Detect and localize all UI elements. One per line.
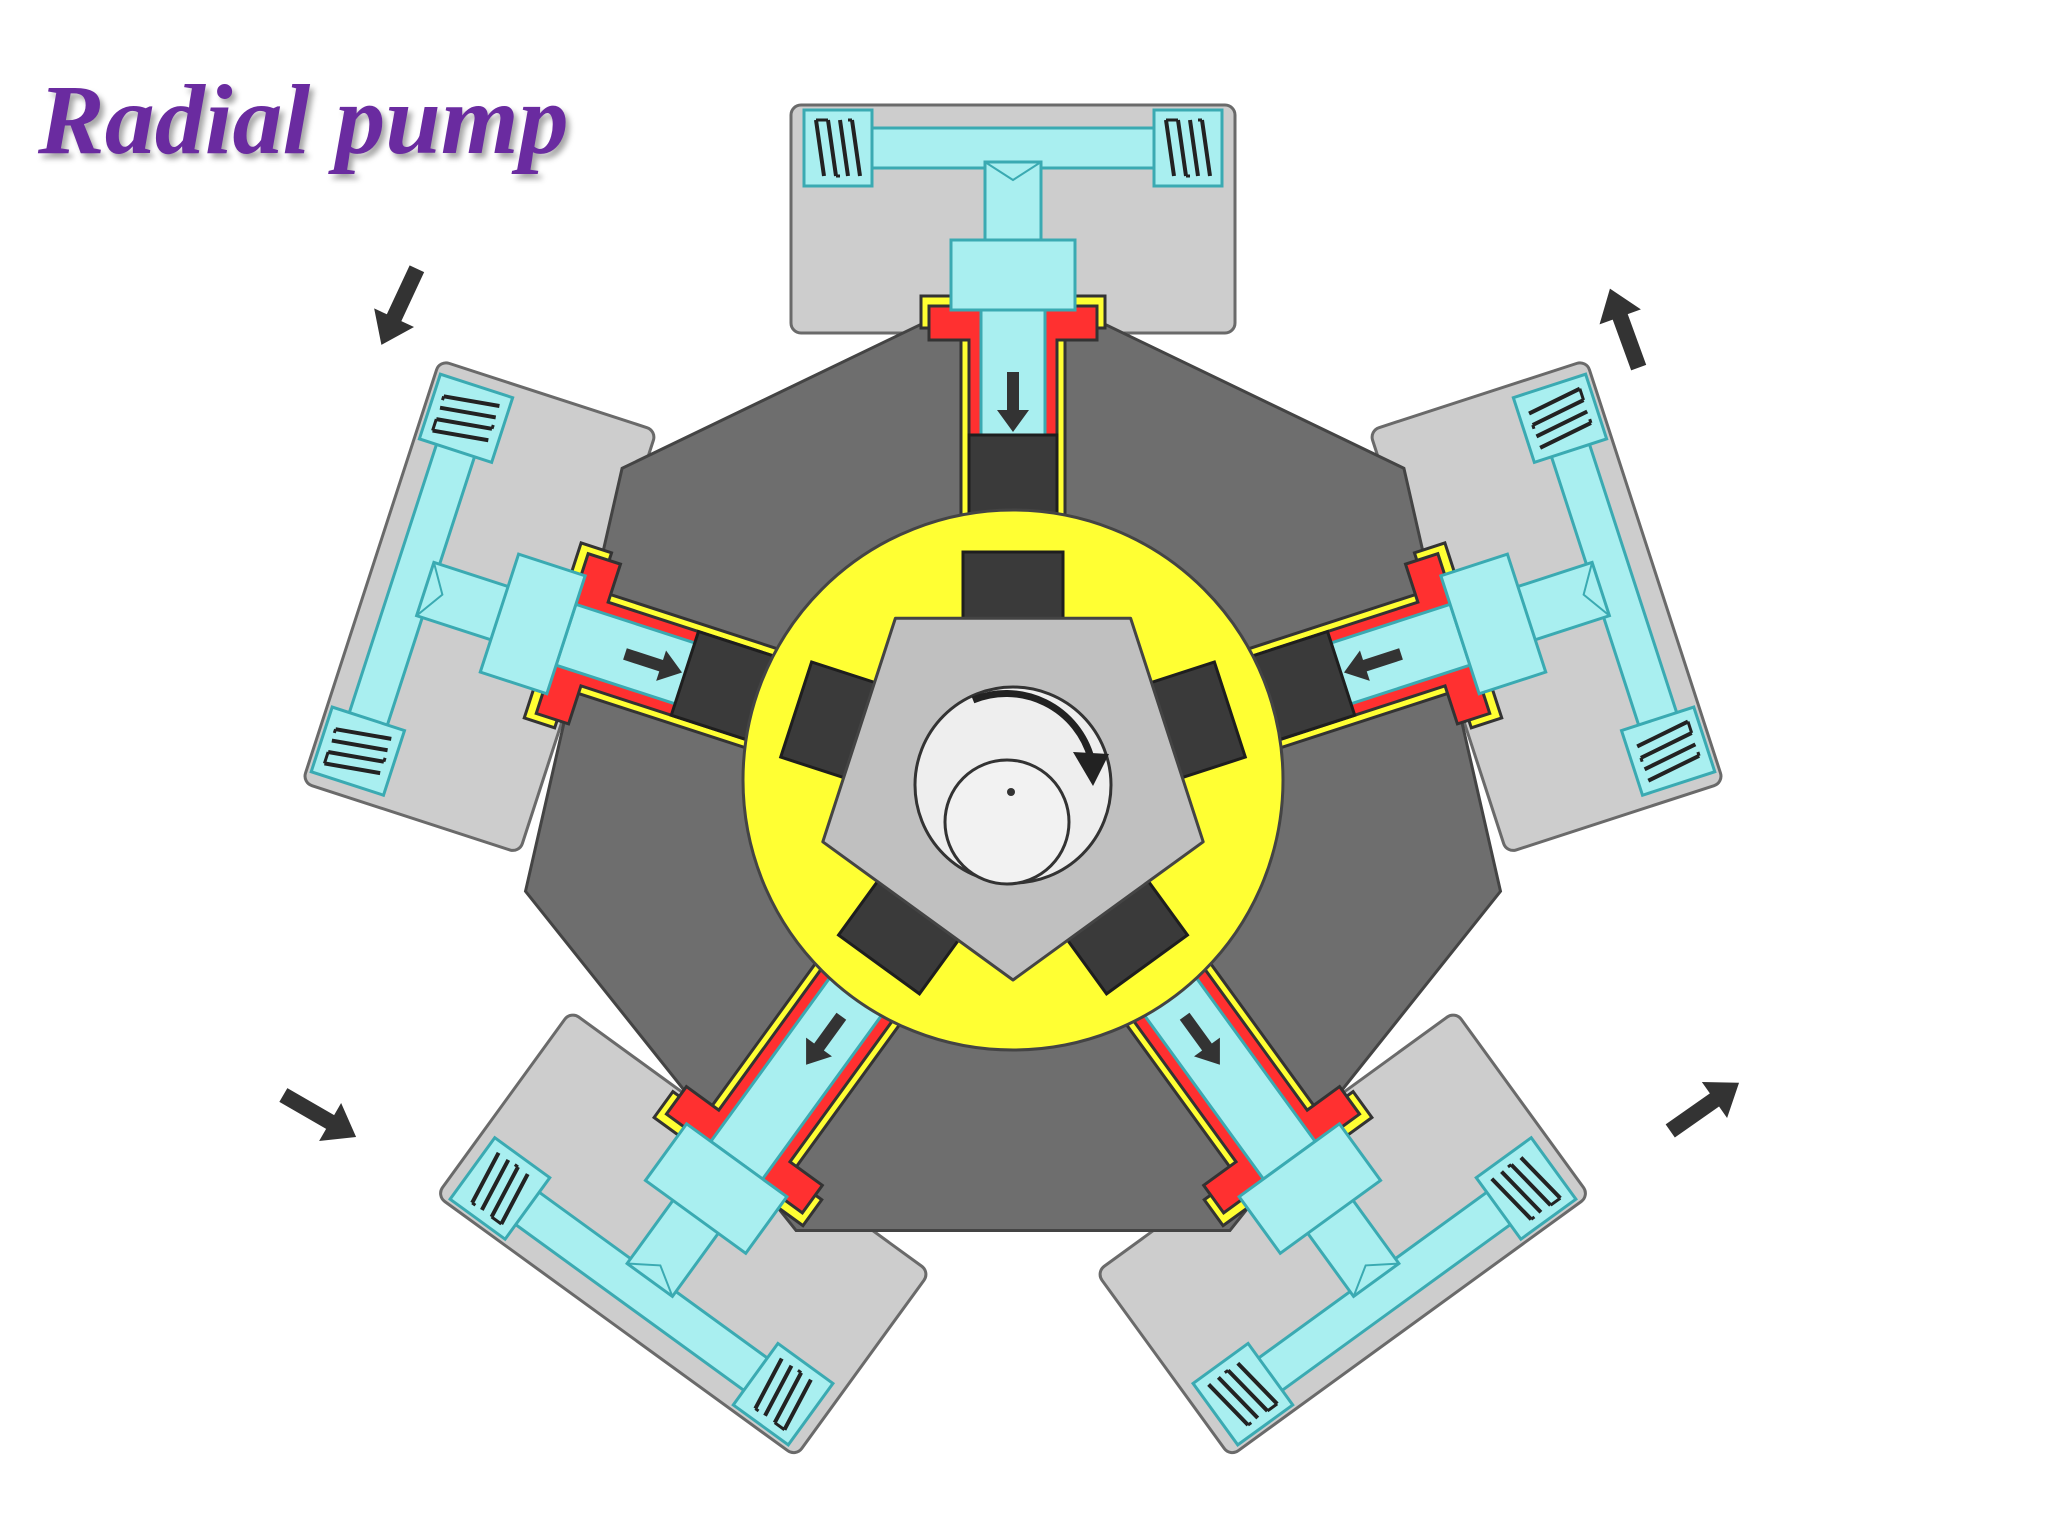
channel-tip	[1352, 1262, 1399, 1297]
flow-arrow-inlet-upper-left	[374, 265, 425, 345]
arrow-icon	[374, 265, 425, 345]
spring-icon	[802, 108, 874, 188]
arrow-icon	[1665, 1081, 1740, 1138]
piston-motion-arrow-icon	[997, 372, 1029, 432]
curved-arrow-icon	[971, 690, 1095, 759]
spring-icon	[1152, 108, 1224, 188]
port-fitting	[643, 1121, 789, 1256]
port-fitting	[949, 238, 1077, 312]
piston-motion-arrow-icon	[623, 648, 683, 681]
eccentric-shaft	[943, 758, 1071, 886]
page-title: Radial pump	[38, 64, 569, 175]
valve-block-lower-left	[439, 1013, 928, 1455]
piston-motion-arrow-icon	[806, 1012, 847, 1065]
piston-motion-arrow-icon	[1179, 1012, 1220, 1065]
channel-tip	[1582, 562, 1611, 617]
curved-arrow-head	[1073, 752, 1109, 786]
port-fitting	[1237, 1121, 1383, 1256]
port-fitting	[478, 552, 588, 696]
flow-arrow-inlet-lower-left	[279, 1088, 357, 1142]
arrow-icon	[279, 1088, 357, 1142]
arrow-icon	[1599, 288, 1647, 371]
piston-motion-arrow-icon	[1343, 648, 1403, 681]
channel-tip	[415, 562, 444, 617]
channel-tip	[984, 161, 1042, 182]
flow-arrow-outlet-upper-right	[1599, 288, 1647, 371]
port-fitting	[1438, 552, 1548, 696]
channel-tip	[627, 1262, 674, 1297]
shaft-center	[1007, 788, 1015, 796]
cylinder-upper-left	[478, 541, 834, 766]
flow-arrow-outlet-lower-right	[1665, 1081, 1740, 1138]
cylinder-top	[919, 238, 1107, 577]
